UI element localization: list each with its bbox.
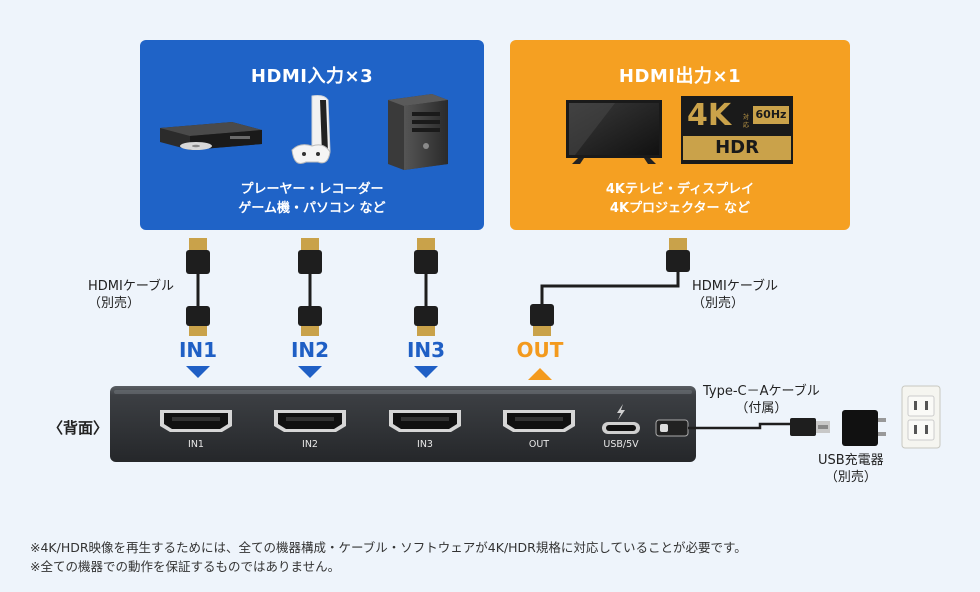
output-panel-description: 4Kテレビ・ディスプレイ 4Kプロジェクター など (510, 180, 850, 218)
arrow-down-in2 (298, 366, 322, 378)
usb-c-socket (602, 422, 640, 434)
usb-plug-icon (790, 418, 830, 436)
charger-label: USB充電器 （別売） (818, 452, 884, 486)
usb-cable (655, 419, 790, 437)
badge-hdr-text: HDR (683, 136, 791, 160)
4k-hdr-badge-icon: 4K 対応 60Hz HDR (681, 96, 793, 164)
back-side-label: 〈背面〉 (48, 419, 109, 437)
device-port-in2-text: IN2 (302, 439, 318, 450)
cable-left-line2: （別売） (88, 296, 141, 311)
port-in1-socket (160, 410, 232, 432)
output-panel-title: HDMI出力×1 (618, 66, 742, 87)
label-in2: IN2 (290, 338, 330, 362)
usb-cable-label: Type-C－Aケーブル （付属） (703, 383, 820, 417)
label-in3: IN3 (406, 338, 446, 362)
arrow-down-in3 (414, 366, 438, 378)
note-line2: ※全ての機器での動作を保証するものではありません。 (30, 559, 341, 574)
cable-left-label: HDMIケーブル （別売） (88, 278, 174, 312)
bluray-player-icon (160, 122, 262, 150)
device-port-in1-text: IN1 (188, 439, 204, 450)
badge-60hz-text: 60Hz (753, 106, 789, 124)
device-port-usb-text: USB/5V (603, 439, 639, 450)
pc-tower-icon (388, 94, 448, 170)
hdmi-cable-in3 (414, 238, 438, 336)
charger-line2: （別売） (824, 470, 877, 485)
game-console-icon (291, 95, 331, 164)
output-desc-line1: 4Kテレビ・ディスプレイ (605, 182, 755, 197)
cable-right-line2: （別売） (692, 296, 745, 311)
port-in3-socket (389, 410, 461, 432)
badge-4k-text: 4K (687, 98, 732, 133)
lightning-icon (617, 404, 625, 420)
hdmi-cable-in1 (186, 238, 210, 336)
label-out: OUT (516, 338, 564, 362)
cable-right-label: HDMIケーブル （別売） (692, 278, 778, 312)
input-panel-title: HDMI入力×3 (250, 66, 374, 87)
usb-cable-line2: （付属） (735, 401, 788, 416)
hdmi-cable-in2 (298, 238, 322, 336)
usb-cable-line1: Type-C－Aケーブル (703, 384, 820, 399)
input-desc-line1: プレーヤー・レコーダー (240, 182, 384, 197)
device-port-in3-text: IN3 (417, 439, 433, 450)
output-desc-line2: 4Kプロジェクター など (609, 201, 751, 216)
port-out-socket (503, 410, 575, 432)
input-panel-description: プレーヤー・レコーダー ゲーム機・パソコン など (140, 180, 484, 218)
port-in2-socket (274, 410, 346, 432)
arrow-up-out (528, 368, 552, 380)
wall-outlet-icon (901, 385, 941, 449)
tv-icon (566, 100, 662, 164)
badge-taiou-text: 対応 (743, 114, 750, 129)
label-in1: IN1 (178, 338, 218, 362)
device-port-out-text: OUT (528, 439, 550, 450)
note-line1: ※4K/HDR映像を再生するためには、全ての機器構成・ケーブル・ソフトウェアが4… (30, 540, 747, 555)
charger-line1: USB充電器 (818, 453, 884, 468)
hdmi-cable-out (530, 238, 690, 336)
arrow-down-in1 (186, 366, 210, 378)
input-desc-line2: ゲーム機・パソコン など (238, 201, 386, 216)
cable-left-line1: HDMIケーブル (88, 279, 175, 294)
cable-right-line1: HDMIケーブル (692, 279, 779, 294)
charger-icon (842, 410, 886, 446)
hdmi-switch-body (110, 386, 696, 462)
